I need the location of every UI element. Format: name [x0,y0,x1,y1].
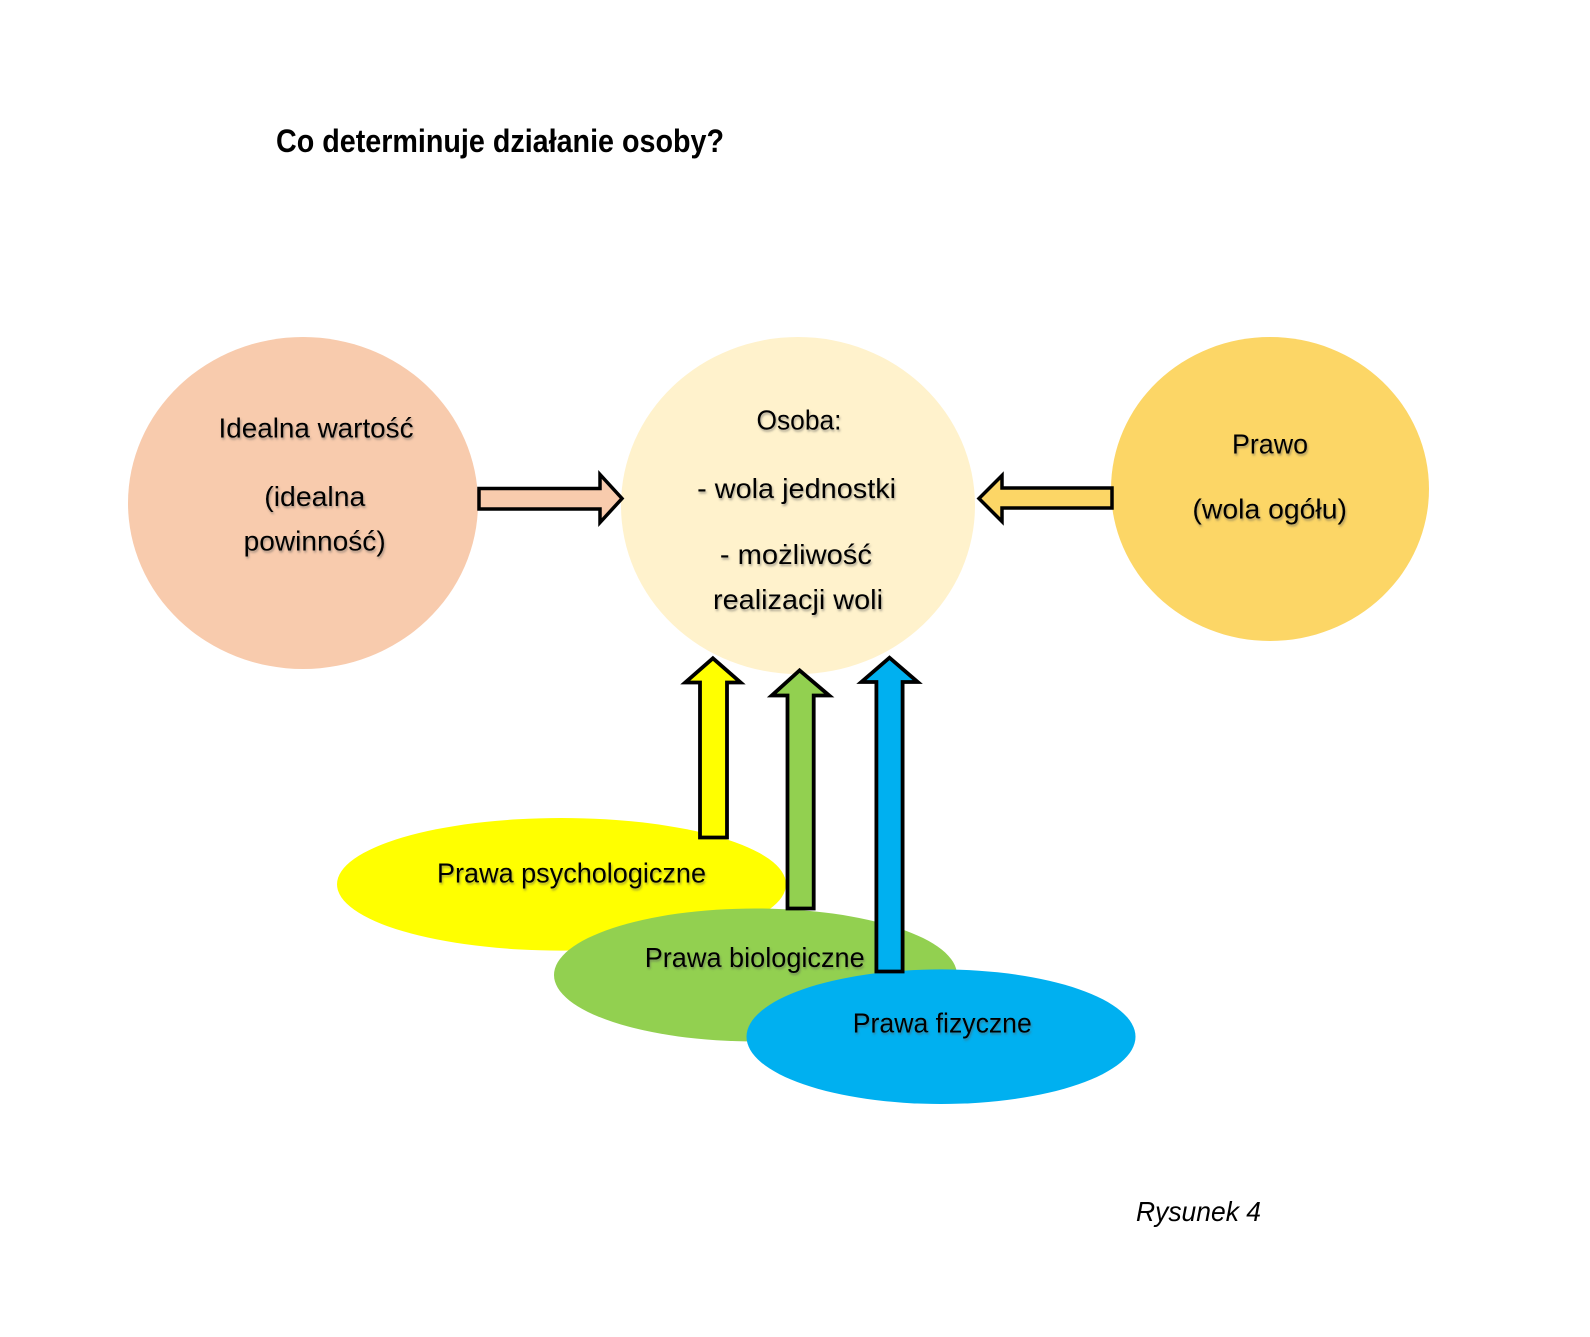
svg-text:Idealna wartość: Idealna wartość [219,412,414,443]
svg-text:powinność): powinność) [244,526,386,557]
svg-text:(idealna: (idealna [264,481,365,512]
svg-text:- możliwość: - możliwość [720,539,872,570]
svg-text:Prawa fizyczne: Prawa fizyczne [853,1008,1032,1039]
svg-text:realizacji woli: realizacji woli [713,584,883,615]
svg-text:Osoba:: Osoba: [757,405,842,436]
svg-text:- wola jednostki: - wola jednostki [697,473,896,504]
svg-text:(wola ogółu): (wola ogółu) [1192,494,1347,525]
svg-text:Prawa psychologiczne: Prawa psychologiczne [437,857,706,888]
svg-text:Prawa biologiczne: Prawa biologiczne [645,942,865,973]
svg-text:Prawo: Prawo [1232,428,1308,459]
svg-text:Co determinuje działanie osoby: Co determinuje działanie osoby? [276,123,724,159]
svg-text:Rysunek 4: Rysunek 4 [1136,1196,1261,1227]
